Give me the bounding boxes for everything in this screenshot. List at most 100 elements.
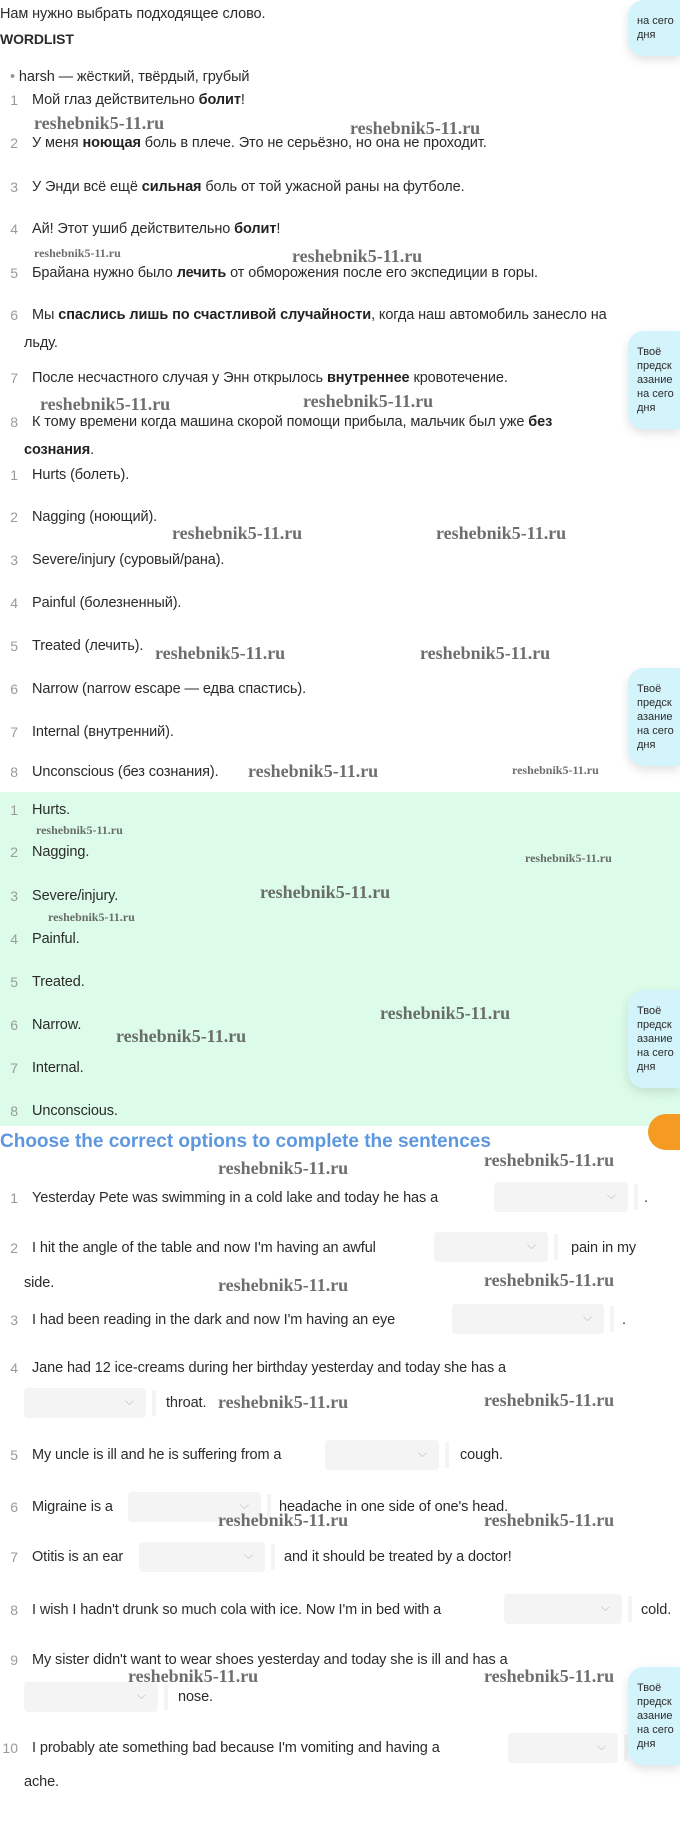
ru-sentence: У меня ноющая боль в плече. Это не серьё…	[32, 135, 487, 151]
mascot-decoration	[648, 1114, 680, 1150]
watermark: reshebnik5-11.ru	[40, 394, 171, 414]
watermark: reshebnik5-11.ru	[292, 246, 423, 266]
answer-dropdown[interactable]: ⌵	[24, 1388, 156, 1418]
exercise-title: Choose the correct options to complete t…	[0, 1131, 491, 1152]
answer-dropdown[interactable]: ⌵	[128, 1492, 271, 1522]
ru-sentence: Мой глаз действительно болит!	[32, 92, 245, 108]
item-number: 4	[10, 221, 18, 237]
watermark: reshebnik5-11.ru	[172, 523, 303, 543]
ru-sentence: Брайана нужно было лечить от обморожения…	[32, 265, 538, 281]
item-number: 3	[10, 179, 18, 195]
watermark: reshebnik5-11.ru	[525, 851, 612, 865]
watermark: reshebnik5-11.ru	[248, 761, 379, 781]
translation-item: Narrow (narrow escape — едва спастись).	[32, 681, 307, 697]
answer-item: Nagging.	[32, 844, 90, 860]
translation-item: Unconscious (без сознания).	[32, 764, 219, 780]
watermark: reshebnik5-11.ru	[218, 1510, 349, 1530]
item-number: 6	[10, 1499, 18, 1515]
watermark: reshebnik5-11.ru	[218, 1158, 349, 1178]
item-number: 7	[10, 724, 18, 740]
answer-dropdown[interactable]: ⌵	[24, 1682, 168, 1712]
exercise-text: ache.	[24, 1774, 59, 1790]
exercise-text: throat.	[166, 1395, 207, 1411]
item-number: 7	[10, 1549, 18, 1565]
answer-dropdown[interactable]: ⌵	[504, 1594, 632, 1624]
item-number: 4	[10, 1360, 18, 1376]
watermark: reshebnik5-11.ru	[155, 643, 286, 663]
watermark: reshebnik5-11.ru	[34, 113, 165, 133]
item-number: 6	[10, 681, 18, 697]
exercise-text: cough.	[460, 1447, 503, 1463]
watermark: reshebnik5-11.ru	[303, 391, 434, 411]
item-number: 3	[10, 888, 18, 904]
answer-dropdown[interactable]: ⌵	[325, 1440, 449, 1470]
watermark: reshebnik5-11.ru	[116, 1026, 247, 1046]
item-number: 6	[10, 1017, 18, 1033]
translation-item: Nagging (ноющий).	[32, 509, 158, 525]
answer-item: Hurts.	[32, 802, 71, 818]
item-number: 5	[10, 638, 18, 654]
answer-dropdown[interactable]: ⌵	[494, 1182, 638, 1212]
answer-dropdown[interactable]: ⌵	[452, 1304, 614, 1334]
exercise-text: I hit the angle of the table and now I'm…	[32, 1240, 376, 1256]
chevron-down-icon: ⌵	[243, 1548, 253, 1562]
exercise-text: Migraine is a	[32, 1499, 113, 1515]
item-number: 1	[10, 467, 18, 483]
watermark: reshebnik5-11.ru	[436, 523, 567, 543]
answers-panel	[0, 792, 680, 1126]
item-number: 9	[10, 1652, 18, 1668]
item-number: 3	[10, 552, 18, 568]
exercise-text: My uncle is ill and he is suffering from…	[32, 1447, 282, 1463]
watermark: reshebnik5-11.ru	[484, 1270, 615, 1290]
answer-item: Painful.	[32, 931, 80, 947]
exercise-text: Jane had 12 ice-creams during her birthd…	[32, 1360, 507, 1376]
exercise-text: cold.	[641, 1602, 672, 1618]
item-number: 4	[10, 595, 18, 611]
watermark: reshebnik5-11.ru	[350, 118, 481, 138]
chevron-down-icon: ⌵	[596, 1739, 606, 1753]
answer-item: Narrow.	[32, 1017, 82, 1033]
item-number: 2	[10, 509, 18, 525]
chevron-down-icon: ⌵	[239, 1498, 249, 1512]
exercise-text: pain in my	[571, 1240, 637, 1256]
exercise-text: headache in one side of one's head.	[279, 1499, 509, 1515]
answer-dropdown[interactable]: ⌵	[434, 1232, 558, 1262]
chevron-down-icon: ⌵	[582, 1310, 592, 1324]
item-number: 1	[10, 802, 18, 818]
item-number: 5	[10, 974, 18, 990]
exercise-text: .	[644, 1190, 648, 1206]
ru-sentence-cont: сознания.	[24, 442, 95, 458]
item-number: 2	[10, 135, 18, 151]
item-number: 1	[10, 92, 18, 108]
answer-dropdown[interactable]: ⌵	[139, 1542, 275, 1572]
watermark: reshebnik5-11.ru	[484, 1150, 615, 1170]
item-number: 7	[10, 370, 18, 386]
watermark: reshebnik5-11.ru	[484, 1510, 615, 1530]
watermark: reshebnik5-11.ru	[48, 910, 135, 924]
answer-item: Treated.	[32, 974, 85, 990]
watermark: reshebnik5-11.ru	[380, 1003, 511, 1023]
prediction-bubble[interactable]: на сегодня	[628, 0, 680, 56]
exercise-text: I had been reading in the dark and now I…	[32, 1312, 396, 1328]
answer-dropdown[interactable]: ⌵	[508, 1733, 628, 1763]
item-number: 1	[10, 1190, 18, 1206]
chevron-down-icon: ⌵	[526, 1238, 536, 1252]
watermark: reshebnik5-11.ru	[36, 823, 123, 837]
item-number: 7	[10, 1060, 18, 1076]
translation-item: Hurts (болеть).	[32, 467, 130, 483]
exercise-text: and it should be treated by a doctor!	[284, 1549, 512, 1565]
exercise-text: side.	[24, 1275, 55, 1291]
exercise-text: Yesterday Pete was swimming in a cold la…	[32, 1190, 439, 1206]
item-number: 3	[10, 1312, 18, 1328]
ru-sentence-cont: льду.	[24, 335, 58, 351]
chevron-down-icon: ⌵	[606, 1188, 616, 1202]
item-number: 8	[10, 1103, 18, 1119]
watermark: reshebnik5-11.ru	[484, 1666, 615, 1686]
watermark: reshebnik5-11.ru	[218, 1392, 349, 1412]
watermark: reshebnik5-11.ru	[218, 1275, 349, 1295]
item-number: 5	[10, 1447, 18, 1463]
